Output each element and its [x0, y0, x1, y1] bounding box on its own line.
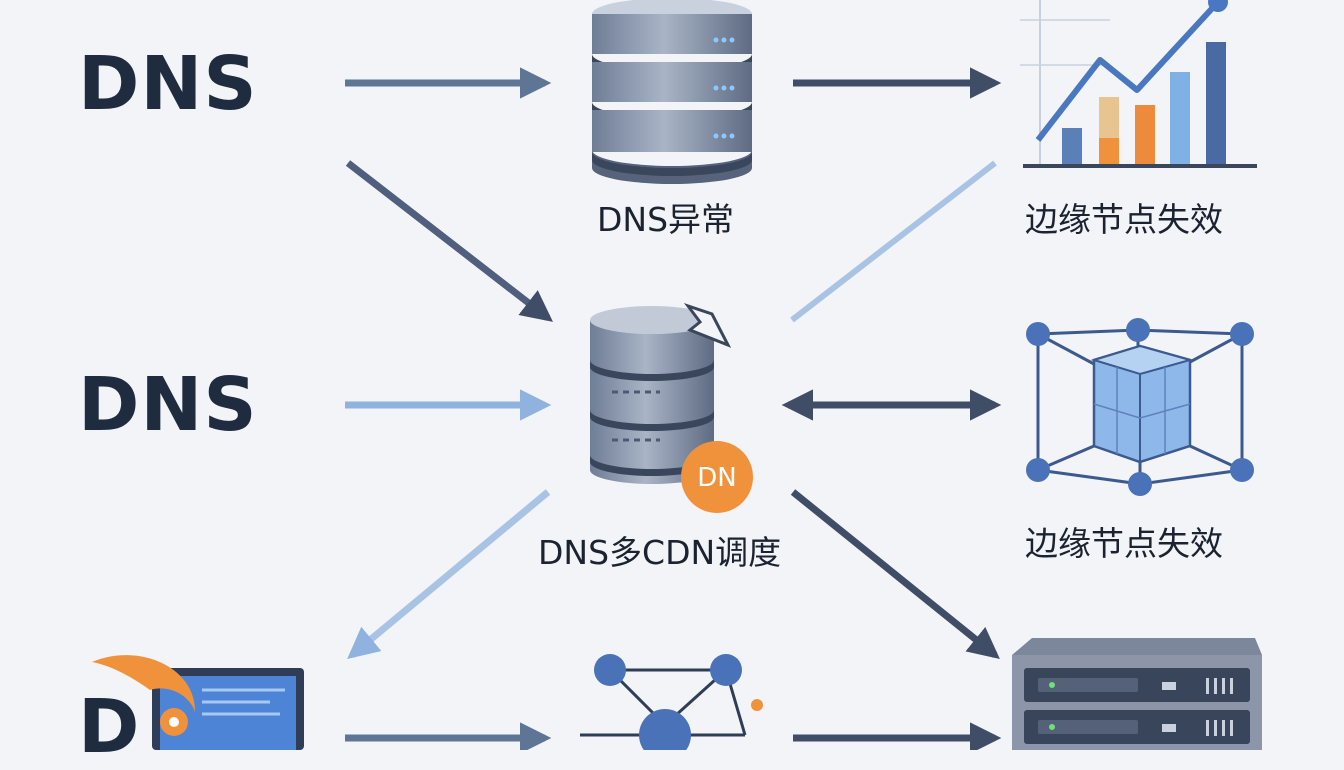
- bar-line-chart-icon: [1020, 0, 1257, 168]
- laptop-icon: [92, 655, 304, 750]
- dn-badge: DN: [681, 441, 753, 513]
- connector-layer: [345, 67, 1002, 750]
- cube-network-icon: [1026, 318, 1254, 496]
- arrow-center-server-to-rack: [790, 489, 1000, 659]
- arrow-center-server-to-laptop: [347, 489, 551, 660]
- center-server-caption: DNS多CDN调度: [538, 533, 782, 572]
- top-server-caption: DNS异常: [597, 200, 735, 239]
- dns-label-top: DNS: [78, 41, 258, 127]
- mesh-caption: 边缘节点失效: [1025, 524, 1223, 563]
- chart-caption: 边缘节点失效: [1025, 200, 1223, 239]
- cracked-database-server-icon: [590, 303, 732, 484]
- dns-label-middle: DNS: [78, 362, 258, 448]
- database-server-icon: [592, 0, 752, 184]
- line-center-to-chart: [790, 160, 997, 323]
- rack-server-icon: [1012, 638, 1262, 750]
- badge-label: DN: [697, 463, 736, 493]
- arrow-dns-to-center-server: [345, 160, 553, 322]
- node-network-icon: [580, 654, 763, 750]
